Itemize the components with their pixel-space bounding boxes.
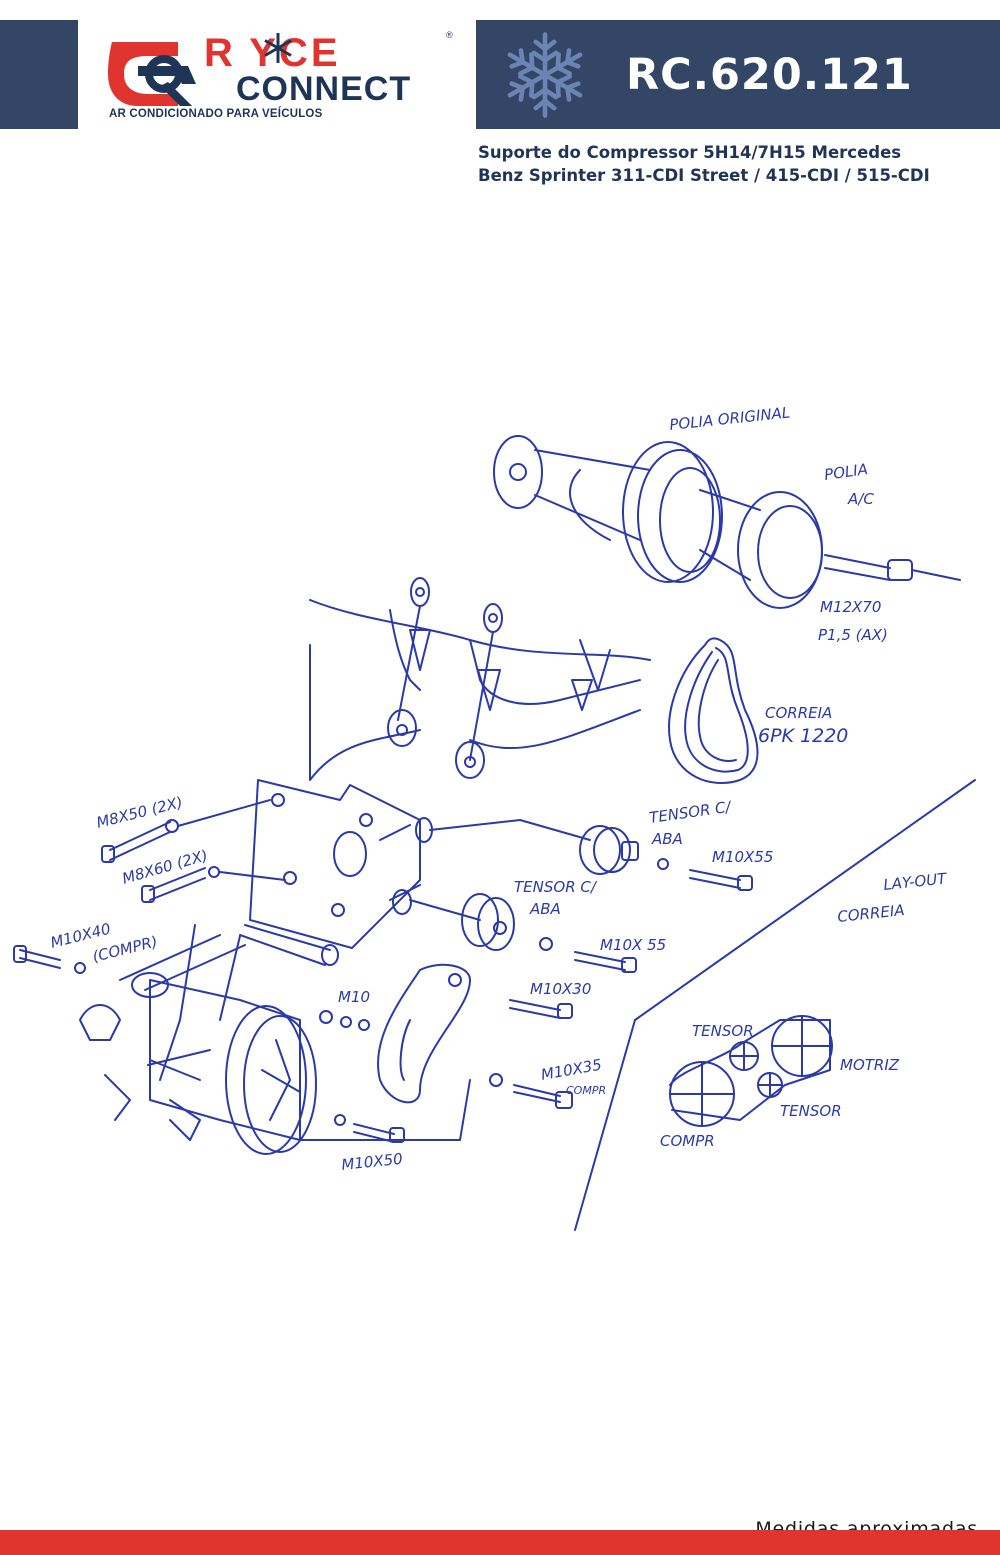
label-m10x50: M10X50 [341,1150,404,1174]
label-lay-compr: COMPR [660,1132,715,1150]
label-lay-tensor-1: TENSOR [692,1022,754,1040]
description-line-1: Suporte do Compressor 5H14/7H15 Mercedes [478,143,902,162]
label-tensor-aba-1: TENSOR C/ [648,797,734,826]
label-lay-motriz: MOTRIZ [840,1056,900,1074]
description-line-2: Benz Sprinter 311-CDI Street / 415-CDI /… [478,166,930,185]
label-m10: M10 [338,988,370,1006]
label-tensor-aba-2: TENSOR C/ [514,878,598,896]
logo-snowflake-icon [264,33,292,63]
label-m10x35: M10X35 [540,1056,604,1084]
logo-mark-icon [108,42,178,106]
snowflake-icon [499,32,591,121]
label-polia-ac-1: POLIA [823,460,869,484]
label-compr-2: COMPR [566,1084,606,1097]
label-polia-ac-2: A/C [847,490,874,508]
footer-red-bar [0,1530,1000,1555]
label-layout-2: CORREIA [837,901,906,926]
royce-connect-logo: R YCE ® CONNECT [108,30,453,108]
logo-registered-mark: ® [446,30,453,40]
label-lay-tensor-2: TENSOR [780,1102,842,1120]
label-m12x70: M12X70 [820,598,881,616]
label-p15: P1,5 (AX) [818,626,888,644]
label-polia-original: POLIA ORIGINAL [669,403,791,434]
exploded-assembly-drawing: POLIA ORIGINAL POLIA A/C M12X70 P1,5 (AX… [13,403,976,1231]
label-m10x55-1: M10X55 [712,848,773,866]
label-m10x30: M10X30 [530,980,591,998]
label-tensor-aba-2b: ABA [529,900,561,918]
product-description: Suporte do Compressor 5H14/7H15 Mercedes… [478,141,988,187]
label-layout-1: LAY-OUT [883,869,949,894]
label-m8x50: M8X50 (2X) [95,793,185,832]
header-left-block [0,20,78,129]
label-m10x55-2: M10X 55 [600,936,666,954]
logo-bottom-text: CONNECT [236,70,411,108]
label-correia: CORREIA [765,704,832,722]
product-code: RC.620.121 [626,50,913,100]
label-tensor-aba-1b: ABA [651,830,683,848]
label-correia-spec: 6PK 1220 [758,725,848,747]
header-right-block: RC.620.121 [476,20,1000,129]
logo-tagline: AR CONDICIONADO PARA VEÍCULOS [109,108,323,120]
